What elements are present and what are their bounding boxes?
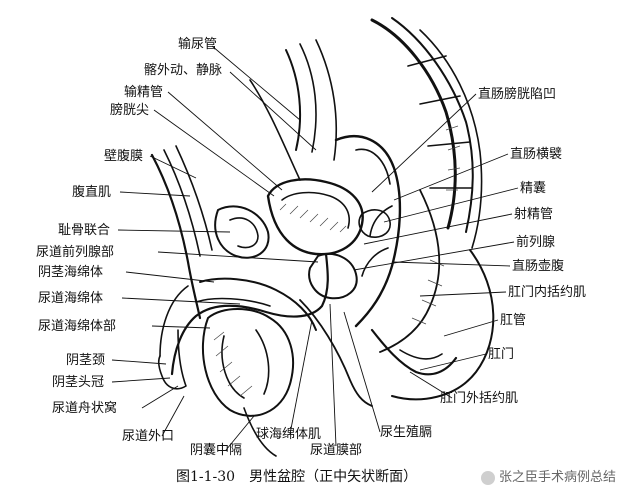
label-rectus-abdominis: 腹直肌 — [72, 185, 112, 200]
bladder — [266, 178, 364, 256]
label-navicular-fossa: 尿道舟状窝 — [52, 401, 118, 416]
seminal-vesicle-shape — [358, 209, 391, 238]
label-prostate: 前列腺 — [516, 235, 556, 250]
label-ureter: 输尿管 — [178, 37, 218, 52]
label-urogenital-diaphragm: 尿生殖膈 — [380, 425, 433, 440]
label-pubic-symphysis: 耻骨联合 — [58, 223, 111, 238]
label-external-anal-sphincter: 肛门外括约肌 — [440, 391, 519, 406]
sacrum — [370, 18, 457, 230]
abdominal-wall — [150, 153, 202, 320]
prostate-shape — [308, 253, 358, 300]
label-corona-glandis: 阴茎头冠 — [52, 375, 105, 390]
wechat-icon — [480, 470, 495, 485]
watermark-text: 张之臣手术病例总结 — [498, 470, 616, 485]
rectum — [334, 135, 402, 328]
label-external-urethral-orifice: 尿道外口 — [122, 429, 175, 444]
perineal-body — [299, 299, 373, 407]
label-anus: 肛门 — [488, 347, 515, 362]
penis — [199, 277, 317, 331]
label-parietal-peritoneum: 壁腹膜 — [104, 149, 144, 164]
label-bulbospongiosus: 球海绵体肌 — [256, 427, 322, 442]
label-membranous-urethra: 尿道膜部 — [310, 443, 363, 458]
label-prostatic-urethra: 尿道前列腺部 — [36, 245, 115, 260]
label-corpus-spongiosum: 尿道海绵体 — [38, 291, 104, 306]
label-iliac-vessels: 髂外动、静脉 — [144, 63, 223, 78]
label-anal-canal: 肛管 — [500, 313, 527, 328]
label-bladder-apex: 膀胱尖 — [110, 103, 150, 118]
label-transverse-rectal-fold: 直肠横襞 — [510, 147, 563, 162]
label-rectal-ampulla: 直肠壶腹 — [512, 259, 565, 274]
urethra — [170, 252, 329, 376]
label-seminal-vesicle: 精囊 — [520, 181, 547, 196]
figure-caption: 图1-1-30 男性盆腔（正中矢状断面） — [176, 469, 418, 485]
pubic-symphysis-shape — [214, 205, 270, 259]
buttock — [391, 249, 495, 401]
label-corpus-cavernosum-penis: 阴茎海绵体 — [38, 265, 104, 280]
label-vas-deferens: 输精管 — [124, 85, 164, 100]
scrotum — [201, 308, 295, 417]
label-ejaculatory-duct: 射精管 — [514, 207, 554, 222]
label-penile-neck: 阴茎颈 — [66, 353, 106, 368]
label-scrotal-septum: 阴囊中隔 — [190, 443, 243, 458]
anal-canal-shape — [370, 328, 458, 376]
watermark: 张之臣手术病例总结 — [480, 466, 616, 485]
label-spongy-urethra: 尿道海绵体部 — [38, 319, 117, 334]
label-internal-anal-sphincter: 肛门内括约肌 — [508, 285, 587, 300]
label-rectovesical-pouch: 直肠膀胱陷凹 — [478, 87, 557, 102]
